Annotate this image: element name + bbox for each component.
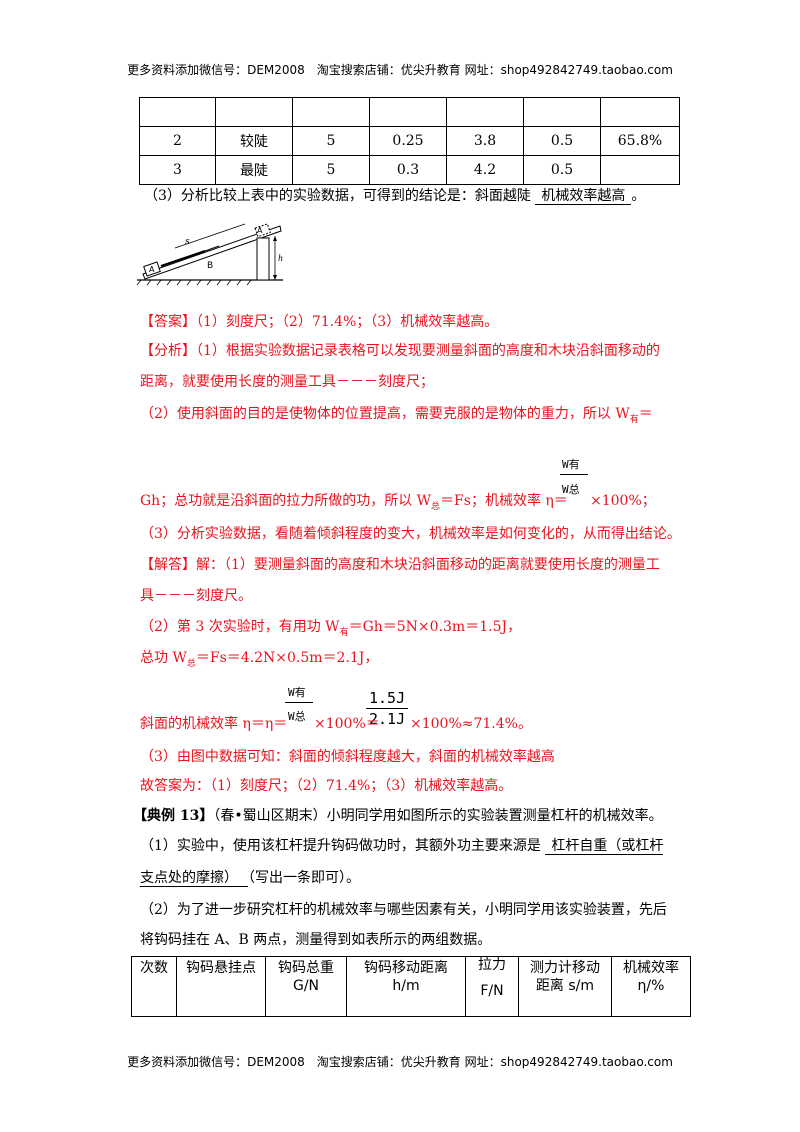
incline-figure: s A A B h	[136, 223, 283, 286]
analysis-line-4: Gh；总功就是沿斜面的拉力所做的功，所以 W总＝Fs；机械效率 η＝	[140, 493, 568, 512]
arrow-head-down	[273, 275, 277, 280]
solution-line-7: 故答案为：（1）刻度尺；（2）71.4%；（3）机械效率越高。	[140, 778, 513, 794]
example-13-q1-line-1: （1）实验中，使用该杠杆提升钩码做功时，其额外功主要来源是 杠杆自重（或杠杆	[140, 838, 664, 855]
label-b: B	[207, 261, 213, 271]
table-row: 2 较陡 5 0.25 3.8 0.5 65.8%	[139, 126, 680, 156]
fraction-2-denominator: 2.1J	[369, 710, 406, 728]
table-row	[139, 97, 680, 127]
solution-line-5b: ×100%＝	[314, 716, 380, 732]
fraction-bar	[560, 474, 588, 475]
fraction-denominator: W总	[562, 483, 580, 496]
table-header-row: 次数 钩码悬挂点 钩码总重 G/N 钩码移动距离 h/m 拉力 F/N 测力计移…	[131, 956, 691, 1017]
col-header: 拉力 F/N	[465, 956, 519, 1017]
analysis-line-5: （3）分析实验数据，看随着倾斜程度的变大，机械效率是如何变化的，从而得出结论。	[140, 526, 681, 542]
example-13-q2-line-2: 将钩码挂在 A、B 两点，测量得到如表所示的两组数据。	[140, 932, 492, 948]
support-block	[256, 237, 270, 281]
fraction-1-denominator: W总	[288, 710, 306, 723]
col-header-text: 钩码移动距离 h/m	[364, 960, 448, 994]
incline-board	[142, 225, 282, 280]
fraction-1-bar	[285, 702, 313, 703]
solution-line-3: （2）第 3 次实验时，有用功 W有＝Gh＝5N×0.3m＝1.5J，	[140, 619, 522, 638]
table-row: 3 最陡 5 0.3 4.2 0.5	[139, 155, 680, 185]
solution-line-6: （3）由图中数据可知：斜面的倾斜程度越大，斜面的机械效率越高	[140, 749, 555, 765]
col-header-text: 测力计移动 距离 s/m	[530, 960, 600, 994]
example-13-title: 【典例 13】（春•蜀山区期末）小明同学用如图所示的实验装置测量杠杆的机械效率。	[133, 808, 663, 824]
data-table-top: 2 较陡 5 0.25 3.8 0.5 65.8% 3 最陡 5 0.3 4.2…	[139, 97, 680, 185]
label-h: h	[278, 254, 283, 263]
label-s: s	[185, 237, 190, 247]
block-a-end	[254, 223, 271, 238]
block-a-start	[143, 261, 161, 277]
solution-line-5a: 斜面的机械效率 η＝η＝	[140, 716, 288, 732]
arrow-head-up	[273, 236, 277, 241]
label-a: A	[149, 265, 155, 274]
solution-line-2: 具－－－刻度尺。	[140, 588, 252, 604]
col-header: 钩码悬挂点	[176, 956, 266, 1017]
col-header: 钩码移动距离 h/m	[346, 956, 466, 1017]
data-table-bottom: 次数 钩码悬挂点 钩码总重 G/N 钩码移动距离 h/m 拉力 F/N 测力计移…	[131, 956, 691, 1017]
analysis-line-4-end: ×100%；	[590, 493, 656, 509]
analysis-line-2: 距离，就要使用长度的测量工具－－－刻度尺；	[140, 374, 434, 390]
question-3: （3）分析比较上表中的实验数据，可得到的结论是：斜面越陡 机械效率越高。	[144, 188, 646, 205]
col-header-text: 拉力 F/N	[478, 957, 506, 999]
fraction-2-bar	[366, 708, 408, 709]
col-header-text: 次数	[140, 960, 168, 976]
solution-line-1: 【解答】解：（1）要测量斜面的高度和木块沿斜面移动的距离就要使用长度的测量工	[140, 557, 660, 573]
page-header: 更多资料添加微信号：DEM2008 淘宝搜索店铺：优尖升教育 网址：shop49…	[127, 63, 673, 77]
col-header-text: 钩码悬挂点	[186, 960, 256, 976]
fraction-1-numerator: W有	[288, 686, 306, 699]
example-13-q2-line-1: （2）为了进一步研究杠杆的机械效率与哪些因素有关，小明同学用该实验装置，先后	[140, 902, 667, 918]
col-header: 测力计移动 距离 s/m	[518, 956, 612, 1017]
solution-line-5c: ×100%≈71.4%。	[410, 716, 532, 732]
fraction-2-numerator: 1.5J	[369, 689, 406, 707]
spring-scale	[160, 250, 206, 267]
col-header: 次数	[131, 956, 177, 1017]
col-header-text: 钩码总重 G/N	[278, 960, 334, 994]
col-header: 机械效率 η/%	[611, 956, 691, 1017]
scale-hook	[204, 245, 220, 252]
analysis-line-1: 【分析】（1）根据实验数据记录表格可以发现要测量斜面的高度和木块沿斜面移动的	[140, 343, 660, 359]
answer-line: 【答案】（1）刻度尺；（2）71.4%；（3）机械效率越高。	[140, 314, 499, 330]
col-header: 钩码总重 G/N	[265, 956, 347, 1017]
answer-blank: 机械效率越高	[535, 188, 632, 205]
page-footer: 更多资料添加微信号：DEM2008 淘宝搜索店铺：优尖升教育 网址：shop49…	[127, 1055, 673, 1069]
solution-line-4: 总功 W总＝Fs＝4.2N×0.5m＝2.1J，	[140, 650, 379, 669]
col-header-text: 机械效率 η/%	[623, 960, 679, 994]
label-a-end: A	[257, 226, 263, 235]
example-13-q1-line-2: 支点处的摩擦）（写出一条即可）。	[140, 870, 360, 887]
distance-arrow	[174, 223, 246, 249]
analysis-line-3: （2）使用斜面的目的是使物体的位置提高，需要克服的是物体的重力，所以 W有＝	[140, 406, 653, 425]
fraction-numerator: W有	[562, 458, 580, 471]
ground-hatch	[136, 279, 252, 286]
